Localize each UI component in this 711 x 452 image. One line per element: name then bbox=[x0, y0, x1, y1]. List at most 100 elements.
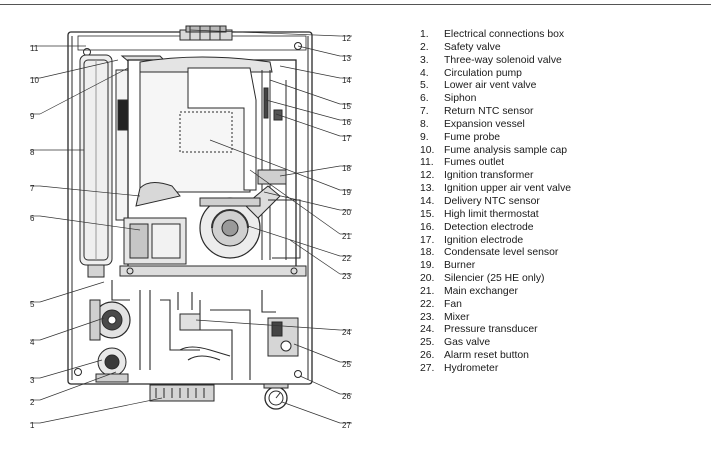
callout-12: 12 bbox=[342, 34, 351, 43]
legend-text: Electrical connections box bbox=[444, 29, 565, 40]
legend-text: Expansion vessel bbox=[444, 118, 525, 130]
legend-item: 7. Return NTC sensor bbox=[420, 106, 571, 119]
legend-item: 12. Ignition transformer bbox=[420, 170, 571, 183]
callout-22: 22 bbox=[342, 254, 351, 263]
legend-text: Delivery NTC sensor bbox=[444, 195, 540, 207]
callout-16: 16 bbox=[342, 118, 351, 127]
legend-text: Fume probe bbox=[444, 131, 501, 143]
legend-item: 4.Circulation pump bbox=[420, 68, 571, 81]
circulation-pump bbox=[89, 299, 131, 341]
legend-text: Ignition upper air vent valve bbox=[444, 183, 572, 195]
legend-item: 27. Hydrometer bbox=[420, 363, 571, 376]
legend-number: 3. bbox=[420, 54, 429, 66]
legend-text: Siphon bbox=[444, 93, 477, 105]
callout-23: 23 bbox=[342, 272, 351, 281]
callout-26: 26 bbox=[342, 392, 351, 401]
legend-number: 18. bbox=[420, 247, 435, 259]
legend-item: 1. Electrical connections box bbox=[420, 29, 571, 42]
callout-4: 4 bbox=[30, 338, 35, 347]
electrical-box bbox=[149, 384, 215, 402]
callout-17: 17 bbox=[342, 134, 351, 143]
legend-text: Gas valve bbox=[444, 337, 491, 349]
legend-text: Ignition electrode bbox=[444, 234, 524, 246]
legend-number: 27. bbox=[420, 362, 435, 374]
legend-item: 21.Main exchanger bbox=[420, 286, 571, 299]
legend-text: Mixer bbox=[444, 311, 470, 323]
callout-9: 9 bbox=[30, 112, 35, 121]
legend-number: 9. bbox=[420, 131, 429, 143]
legend-item: 14. Delivery NTC sensor bbox=[420, 196, 571, 209]
callout-10: 10 bbox=[30, 76, 39, 85]
callout-19: 19 bbox=[342, 188, 351, 197]
legend-item: 9. Fume probe bbox=[420, 132, 571, 145]
callout-labels: 11 10 9 8 7 6 5 4 3 2 1 12 13 14 15 16 1… bbox=[30, 34, 351, 430]
legend-text: Fume analysis sample cap bbox=[444, 144, 568, 156]
legend-text: Lower air vent valve bbox=[444, 80, 537, 92]
callout-13: 13 bbox=[342, 54, 351, 63]
callout-3: 3 bbox=[30, 376, 35, 385]
fumes-outlet bbox=[179, 25, 233, 41]
legend-item: 22. Fan bbox=[420, 299, 571, 312]
callout-24: 24 bbox=[342, 328, 351, 337]
boiler-diagram: 11 10 9 8 7 6 5 4 3 2 1 12 13 14 15 16 1… bbox=[30, 25, 352, 430]
legend-item: 18. Condensate level sensor bbox=[420, 247, 571, 260]
legend-text: Alarm reset button bbox=[444, 350, 529, 362]
legend-number: 20. bbox=[420, 273, 435, 285]
legend-number: 22. bbox=[420, 298, 435, 310]
legend-text: Ignition transformer bbox=[444, 170, 534, 182]
legend-number: 8. bbox=[420, 118, 429, 130]
legend-number: 15. bbox=[420, 208, 435, 220]
legend-number: 7. bbox=[420, 106, 429, 118]
legend-number: 14. bbox=[420, 195, 435, 207]
legend-item: 24.Pressure transducer bbox=[420, 324, 571, 337]
legend-text: Safety valve bbox=[444, 41, 501, 53]
legend-number: 16. bbox=[420, 221, 435, 233]
legend-text: Hydrometer bbox=[444, 362, 499, 374]
legend-number: 19. bbox=[420, 260, 435, 272]
legend-number: 25. bbox=[420, 337, 435, 349]
gas-valve bbox=[179, 313, 299, 357]
legend-number: 5. bbox=[420, 80, 429, 92]
callout-25: 25 bbox=[342, 360, 351, 369]
three-way-valve bbox=[95, 347, 129, 383]
legend-number: 24. bbox=[420, 324, 435, 336]
legend-number: 17. bbox=[420, 234, 435, 246]
legend-item: 11. Fumes outlet bbox=[420, 157, 571, 170]
hydraulic-pipes bbox=[111, 280, 276, 380]
callout-1: 1 bbox=[30, 421, 35, 430]
legend-number: 12. bbox=[420, 170, 435, 182]
legend-number: 11. bbox=[420, 157, 434, 169]
callout-15: 15 bbox=[342, 102, 351, 111]
callout-20: 20 bbox=[342, 208, 351, 217]
legend-item: 25. Gas valve bbox=[420, 337, 571, 350]
legend-text: Condensate level sensor bbox=[444, 247, 559, 259]
legend-text: Return NTC sensor bbox=[444, 106, 534, 118]
legend-item: 8. Expansion vessel bbox=[420, 119, 571, 132]
hydrometer bbox=[263, 383, 289, 410]
callout-27: 27 bbox=[342, 421, 351, 430]
legend-text: Burner bbox=[444, 260, 476, 272]
callout-18: 18 bbox=[342, 164, 351, 173]
leader-lines bbox=[30, 29, 352, 424]
callout-7: 7 bbox=[30, 184, 35, 193]
legend-number: 10. bbox=[420, 144, 435, 156]
legend-text: Silencier (25 HE only) bbox=[444, 273, 545, 285]
legend-number: 23. bbox=[420, 311, 435, 323]
legend-text: Fumes outlet bbox=[444, 157, 505, 169]
callout-6: 6 bbox=[30, 214, 35, 223]
legend-text: High limit thermostat bbox=[444, 208, 539, 220]
legend-item: 20. Silencier (25 HE only) bbox=[420, 273, 571, 286]
expansion-vessel bbox=[79, 54, 113, 278]
legend-text: Fan bbox=[444, 298, 462, 310]
callout-14: 14 bbox=[342, 76, 351, 85]
top-rule bbox=[0, 4, 711, 5]
callout-11: 11 bbox=[30, 44, 39, 53]
legend-number: 21. bbox=[420, 285, 435, 297]
legend-item: 5. Lower air vent valve bbox=[420, 80, 571, 93]
legend-number: 1. bbox=[420, 29, 429, 40]
legend-item: 15. High limit thermostat bbox=[420, 209, 571, 222]
legend-text: Detection electrode bbox=[444, 221, 534, 233]
callout-21: 21 bbox=[342, 232, 351, 241]
legend-item: 3.Three-way solenoid valve bbox=[420, 55, 571, 68]
legend-item: 16. Detection electrode bbox=[420, 222, 571, 235]
